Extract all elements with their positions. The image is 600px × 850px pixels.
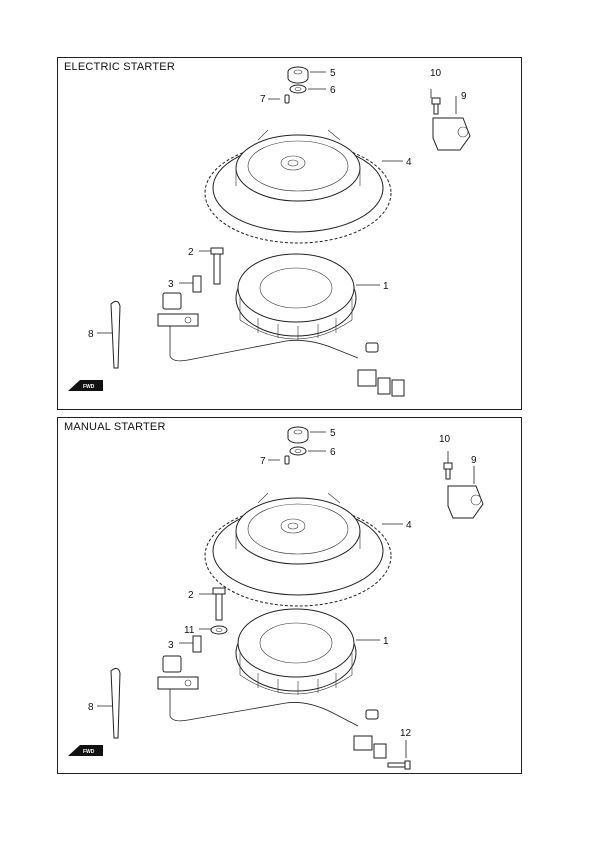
connectors	[357, 342, 405, 397]
bolt	[210, 247, 224, 285]
callout-2: 2	[188, 247, 194, 258]
callout-7: 7	[260, 94, 266, 105]
callout-4: 4	[406, 157, 412, 168]
sensor-bolt	[431, 97, 441, 115]
callout-8: 8	[88, 329, 94, 340]
exploded-diagram-manual: FWD 5 6 7 4 1 2 11 3 8 9 10 12	[68, 426, 484, 770]
callout-11: 11	[184, 625, 195, 636]
callout-1: 1	[383, 281, 389, 292]
callout-6: 6	[330, 85, 336, 96]
callout-3: 3	[168, 279, 174, 290]
bolt	[212, 587, 226, 621]
connectors	[353, 709, 387, 759]
sensor	[432, 117, 471, 151]
cable-tie	[110, 667, 121, 739]
panel-electric-starter: ELECTRIC STARTER	[57, 57, 522, 410]
stator	[235, 608, 357, 695]
pulser-coil	[157, 275, 202, 327]
fwd-label: FWD	[83, 384, 95, 390]
callout-5: 5	[330, 68, 336, 79]
pin	[387, 760, 411, 770]
callout-6: 6	[330, 447, 336, 458]
callout-10: 10	[439, 434, 451, 445]
callout-2: 2	[188, 590, 194, 601]
panel-manual-starter: MANUAL STARTER	[57, 417, 522, 774]
flywheel	[204, 129, 392, 244]
washer	[289, 84, 307, 94]
key	[284, 455, 290, 465]
fwd-label: FWD	[83, 749, 95, 755]
callout-1: 1	[383, 636, 389, 647]
washer	[289, 446, 307, 456]
callout-12: 12	[400, 728, 412, 739]
callout-4: 4	[406, 520, 412, 531]
wire-harness	[169, 689, 359, 727]
fwd-arrow: FWD	[68, 380, 103, 391]
washer-11	[210, 625, 228, 635]
wire-harness	[169, 326, 359, 362]
sensor-bolt	[443, 462, 453, 480]
fwd-arrow: FWD	[68, 745, 103, 756]
key	[284, 94, 290, 104]
sensor	[447, 485, 484, 519]
callout-9: 9	[461, 91, 467, 102]
callout-9: 9	[471, 455, 477, 466]
stator	[235, 253, 357, 340]
nut	[287, 426, 309, 444]
exploded-diagram-electric: FWD 5 6 7 4 1 2 3 8 9 10	[68, 66, 471, 397]
callout-5: 5	[330, 428, 336, 439]
pulser-coil	[157, 635, 202, 690]
callout-7: 7	[260, 456, 266, 467]
cable-tie	[110, 300, 121, 369]
flywheel	[204, 492, 392, 607]
panel-title: ELECTRIC STARTER	[64, 61, 175, 73]
callout-8: 8	[88, 702, 94, 713]
panel-title: MANUAL STARTER	[64, 421, 166, 433]
nut	[287, 66, 309, 84]
callout-10: 10	[430, 68, 442, 79]
callout-3: 3	[168, 640, 174, 651]
